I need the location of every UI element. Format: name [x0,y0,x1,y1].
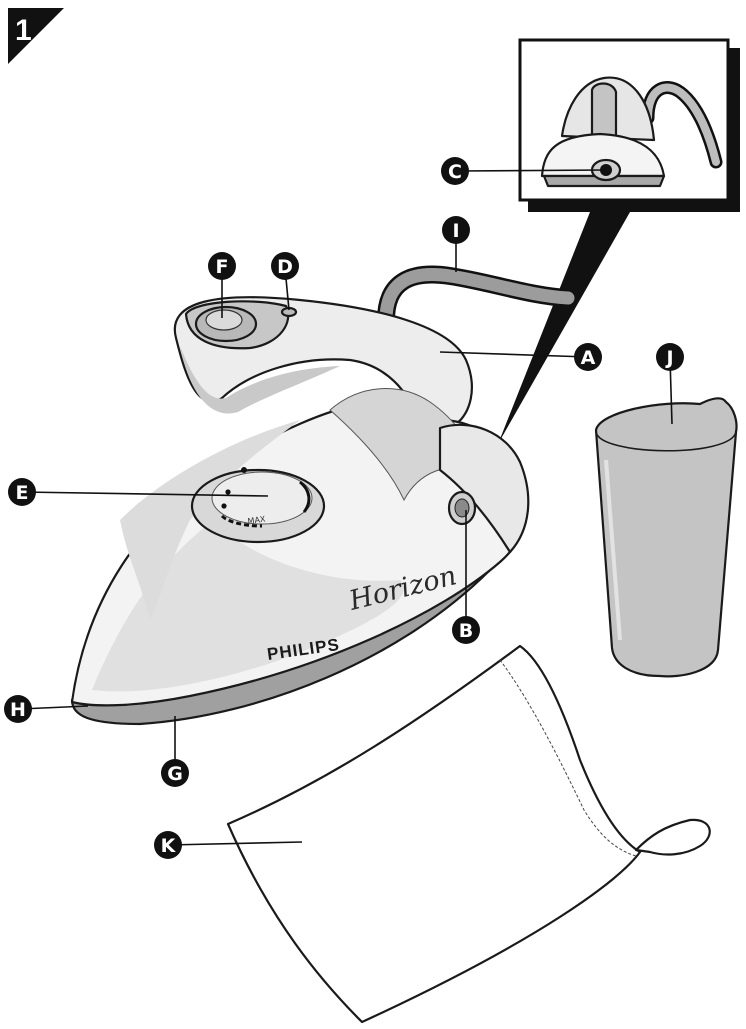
inset-heel-view [518,38,740,212]
iron-handle [173,296,473,430]
callout-E: E [8,478,36,506]
svg-text:E: E [16,482,29,504]
callout-F: F [208,252,236,280]
svg-text:A: A [581,347,596,369]
callout-A: A [574,343,602,371]
callout-I: I [442,216,470,244]
svg-text:C: C [448,161,462,183]
svg-text:F: F [216,256,229,278]
svg-text:D: D [277,256,293,278]
measuring-cup [594,397,738,678]
callout-K: K [154,831,182,859]
svg-text:J: J [664,347,673,369]
svg-text:K: K [161,835,177,857]
callout-J: J [656,343,684,371]
svg-text:I: I [452,220,459,242]
power-cord [377,265,577,329]
callout-D: D [271,252,299,280]
storage-pouch [226,644,711,1024]
callout-G: G [161,759,189,787]
inset-pointer [498,212,630,444]
dial-max-label: MAX [247,515,266,526]
callout-B: B [452,616,480,644]
callout-H: H [4,695,32,723]
iron-body: MAX PHILIPS Horizon [70,388,530,707]
svg-text:B: B [459,620,473,642]
svg-text:H: H [10,699,26,721]
svg-text:G: G [167,763,183,785]
callout-C: C [441,157,469,185]
step-badge: 1 [8,8,64,64]
step-number: 1 [15,14,32,47]
